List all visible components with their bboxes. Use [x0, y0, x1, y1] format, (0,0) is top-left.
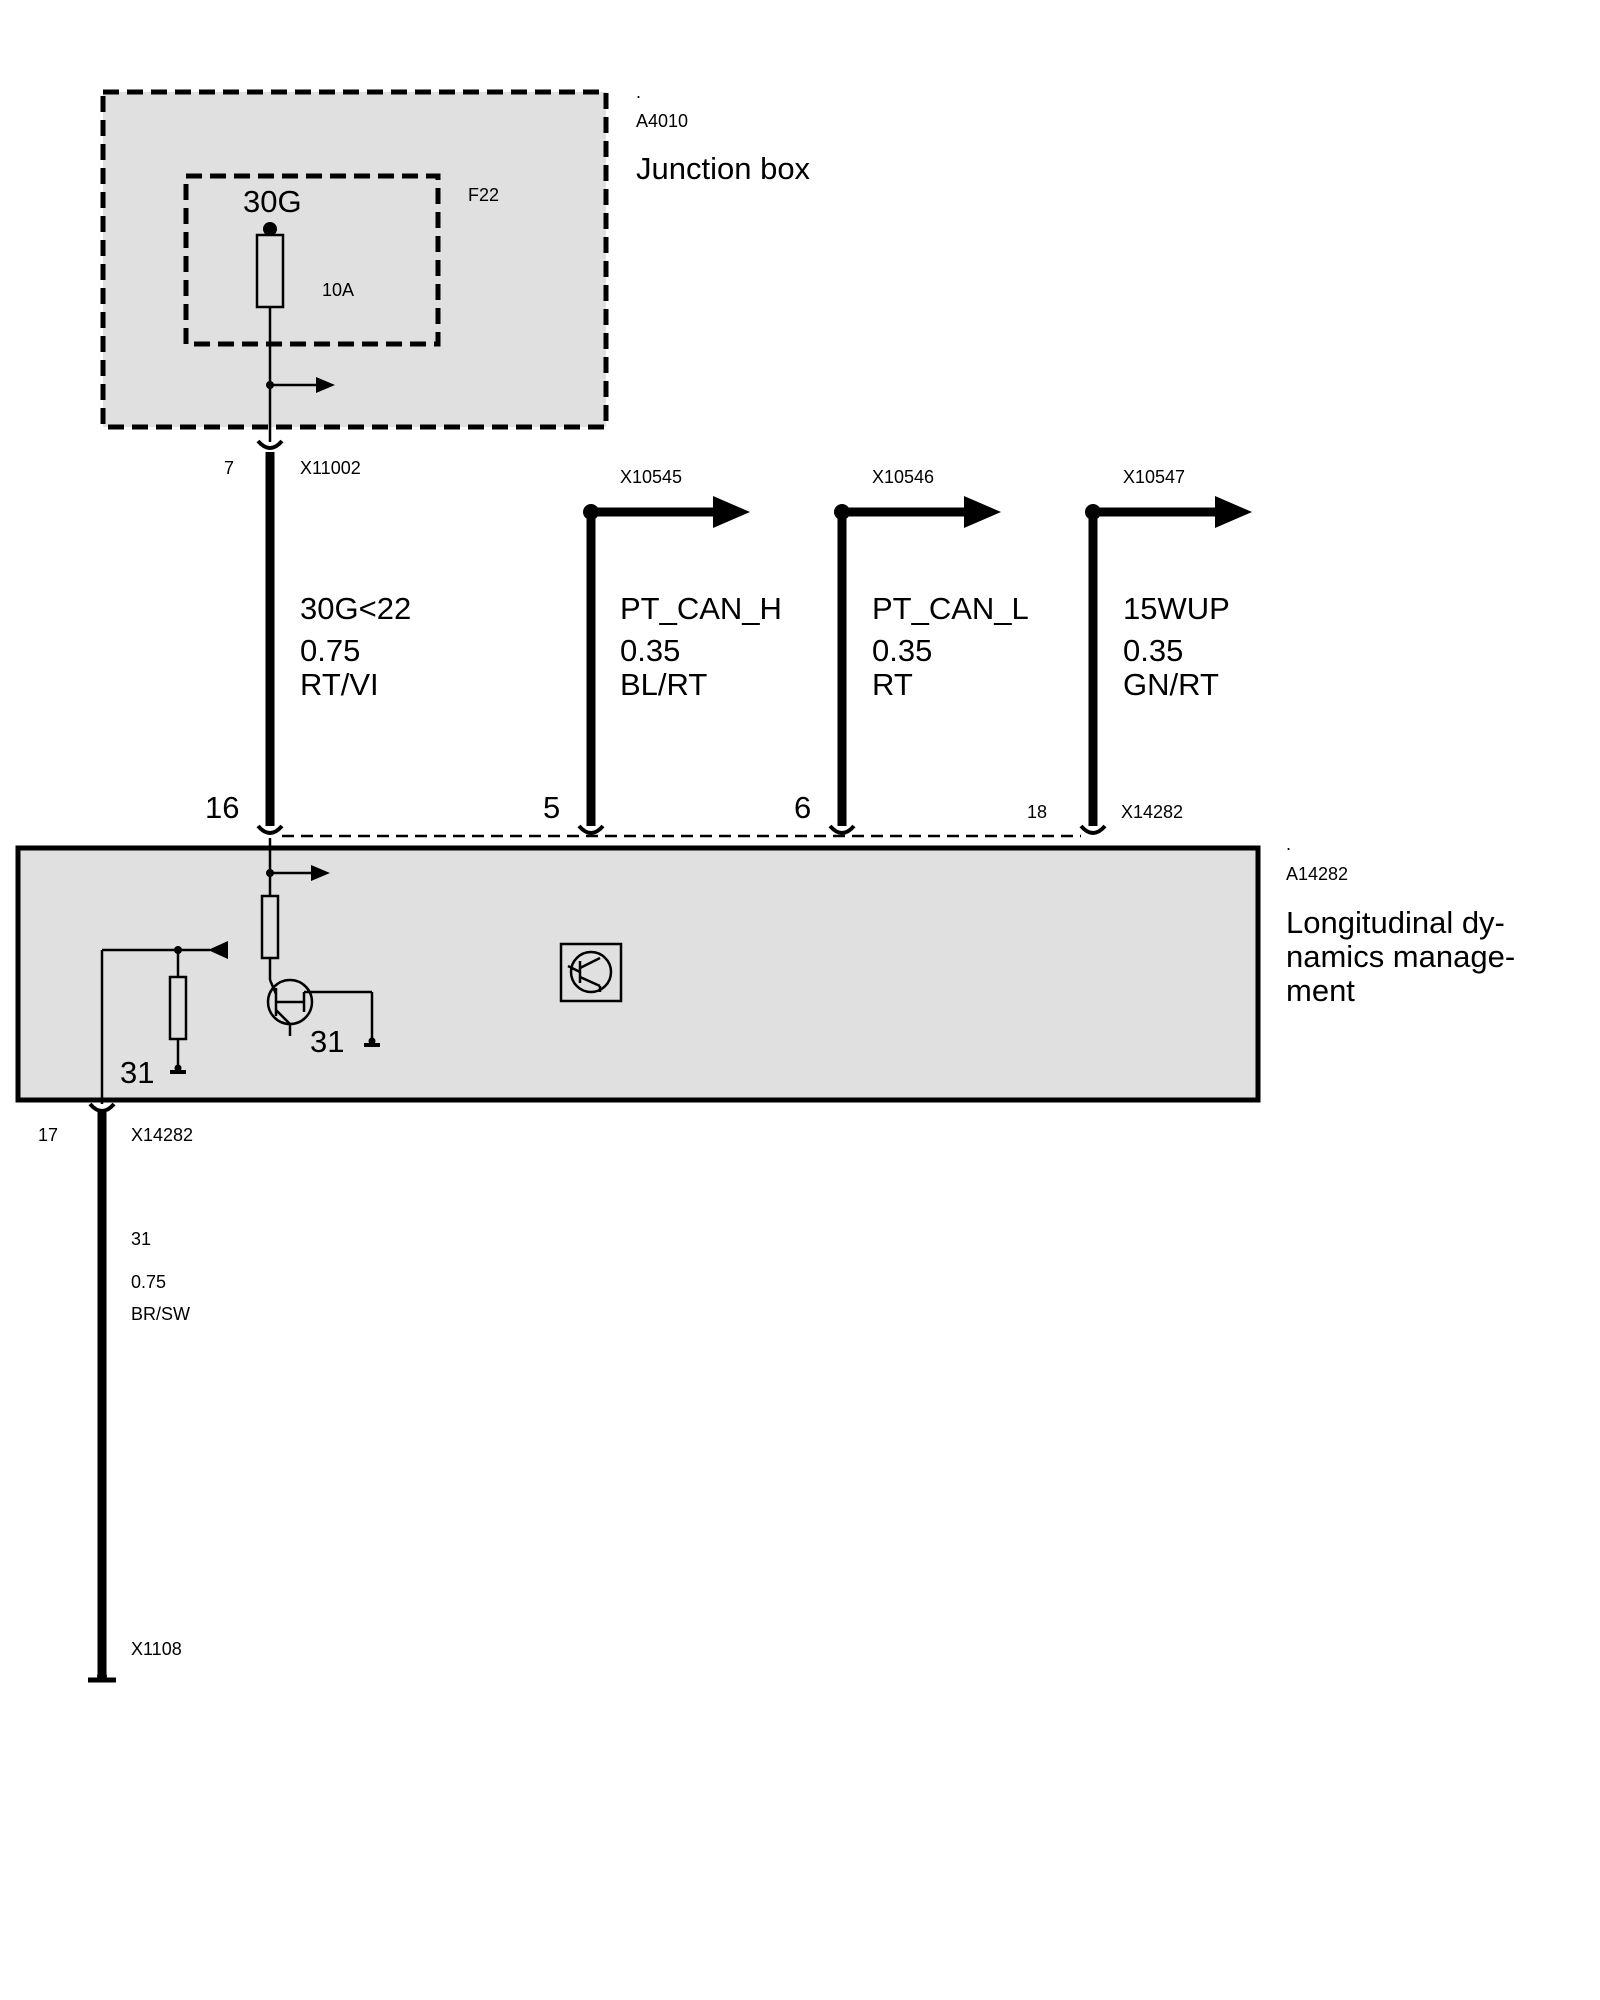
- wire-color: RT: [872, 667, 913, 702]
- junction-box-name: Junction box: [636, 151, 811, 186]
- wire-signal: PT_CAN_L: [872, 591, 1029, 626]
- wire-signal: 30G<22: [300, 591, 411, 626]
- ecu-id: A14282: [1286, 864, 1348, 884]
- wire-pt-can-h: X10545 PT_CAN_H 0.35 BL/RT: [583, 467, 782, 826]
- wire-signal: PT_CAN_H: [620, 591, 782, 626]
- wire-color: GN/RT: [1123, 667, 1219, 702]
- wire-size: 0.35: [620, 633, 680, 668]
- wire-color: RT/VI: [300, 667, 379, 702]
- ground-point-id: X1108: [131, 1639, 182, 1659]
- ecu-name-line-1: Longitudinal dy-: [1286, 905, 1505, 940]
- ecu-connector-id: X14282: [1121, 802, 1183, 822]
- ground-wire-color: BR/SW: [131, 1304, 190, 1324]
- outgoing-arrow-icon: [964, 496, 1001, 528]
- junction-box-id: A4010: [636, 111, 688, 131]
- wire-connector: X10547: [1123, 467, 1185, 487]
- fuse-rating: 10A: [322, 280, 354, 300]
- ecu-connector-hooks: [256, 824, 1107, 838]
- control-unit-symbol-icon: [559, 942, 623, 1003]
- fuse-terminal: 30G: [243, 184, 302, 219]
- fuse-enclosure: [183, 173, 441, 347]
- outgoing-arrow-icon: [1215, 496, 1252, 528]
- ecu-module: 16 5 6 18 X14282 . A14282 Longitudinal d…: [15, 790, 1515, 1104]
- ecu-pin-label: 16: [205, 790, 239, 825]
- outgoing-arrow-icon: [713, 496, 750, 528]
- branch-arrow-icon: [316, 377, 335, 393]
- connector-hook-icon: [88, 1102, 116, 1113]
- ecu-name-line-2: namics manage-: [1286, 939, 1515, 974]
- fuse-terminal-dot: [263, 222, 277, 236]
- internal-ground-left: 31: [120, 1055, 154, 1090]
- ecu-pin-label: 6: [794, 790, 811, 825]
- wire-size: 0.75: [300, 633, 360, 668]
- junction-box-dot: .: [636, 82, 641, 102]
- wire-connector: X10546: [872, 467, 934, 487]
- ecu-outline: [15, 845, 1261, 1103]
- ground-wire: 17 X14282 31 0.75 BR/SW X1108: [38, 1102, 193, 1683]
- ecu-name-line-3: ment: [1286, 973, 1355, 1008]
- junction-box: . A4010 Junction box F22 30G 10A 7 X1100…: [100, 82, 811, 478]
- internal-ground-right: 31: [310, 1024, 344, 1059]
- branch-arrow-icon: [311, 865, 330, 881]
- ecu-pin-label: 5: [543, 790, 560, 825]
- wire-size: 0.35: [1123, 633, 1183, 668]
- ecu-dot: .: [1286, 834, 1291, 854]
- wire-pt-can-l: X10546 PT_CAN_L 0.35 RT: [834, 467, 1029, 826]
- wire-color: BL/RT: [620, 667, 707, 702]
- ground-pin: 17: [38, 1125, 58, 1145]
- wire-30g: 30G<22 0.75 RT/VI: [265, 452, 411, 826]
- fuse-id: F22: [468, 185, 499, 205]
- wire-15wup: X10547 15WUP 0.35 GN/RT: [1085, 467, 1252, 826]
- wire-size: 0.35: [872, 633, 932, 668]
- wire-connector: X10545: [620, 467, 682, 487]
- output-connector-id: X11002: [300, 458, 361, 478]
- ground-connector-id: X14282: [131, 1125, 193, 1145]
- connector-hook-icon: [256, 439, 284, 450]
- junction-box-outline: [100, 89, 609, 430]
- output-pin: 7: [224, 458, 234, 478]
- wire-signal: 15WUP: [1123, 591, 1230, 626]
- ground-wire-signal: 31: [131, 1229, 151, 1249]
- input-arrow-icon: [208, 941, 228, 959]
- ecu-pin-label: 18: [1027, 802, 1047, 822]
- ground-wire-size: 0.75: [131, 1272, 166, 1292]
